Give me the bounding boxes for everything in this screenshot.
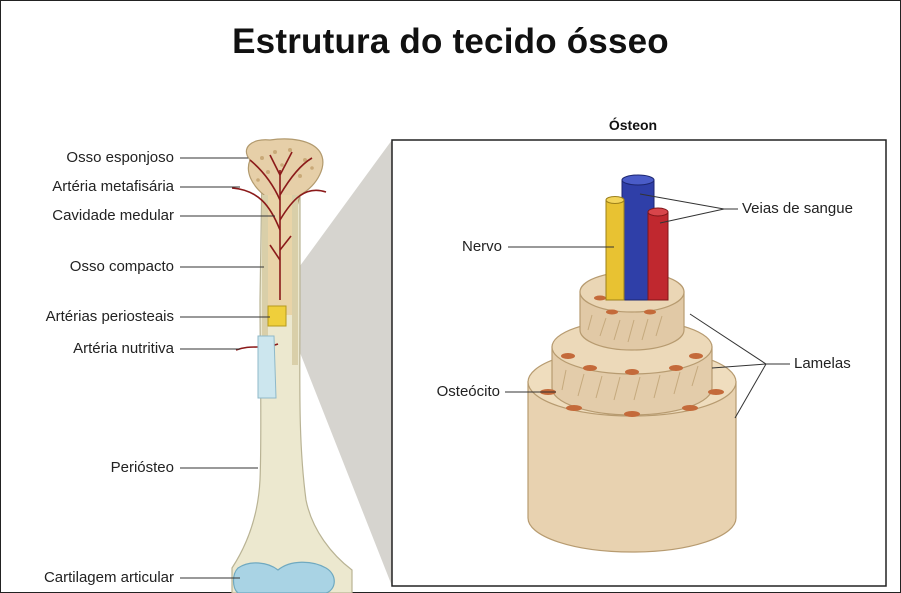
label-osso-esponjoso: Osso esponjoso xyxy=(0,149,174,167)
label-arteria-nutritiva: Artéria nutritiva xyxy=(0,340,174,358)
label-cavidade-medular: Cavidade medular xyxy=(0,207,174,225)
label-veias-de-sangue: Veias de sangue xyxy=(742,200,853,218)
periosteum-sleeve xyxy=(258,336,276,398)
nerve-yellow xyxy=(606,197,624,301)
label-nervo: Nervo xyxy=(400,238,502,256)
articular-cartilage xyxy=(234,562,335,593)
inset-title: Ósteon xyxy=(563,117,703,133)
label-periosteo: Periósteo xyxy=(0,459,174,477)
periosteal-highlight xyxy=(268,306,286,326)
label-osso-compacto: Osso compacto xyxy=(0,258,174,276)
label-arteria-metafisaria: Artéria metafisária xyxy=(0,178,174,196)
compact-bone-right xyxy=(292,195,298,365)
label-cartilagem-articular: Cartilagem articular xyxy=(0,569,174,587)
label-arterias-periosteais: Artérias periosteais xyxy=(0,308,174,326)
label-osteocito: Osteócito xyxy=(400,383,500,401)
label-lamelas: Lamelas xyxy=(794,355,851,373)
